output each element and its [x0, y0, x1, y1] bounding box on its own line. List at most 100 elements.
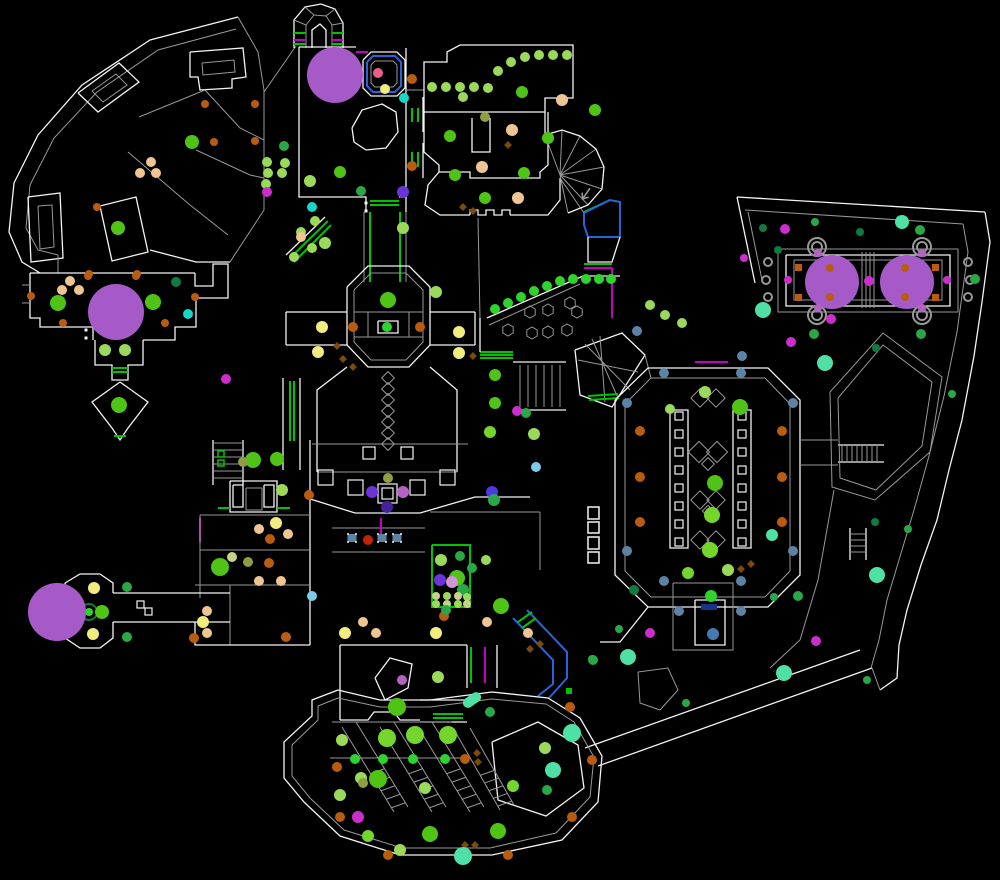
thing-dot: [521, 408, 531, 418]
thing-dot: [358, 617, 368, 627]
wall-line: [138, 89, 206, 118]
thing-dot: [440, 754, 450, 764]
thing-dot: [826, 314, 836, 324]
thing-dot: [916, 329, 926, 339]
fan-stair-radial: [559, 174, 603, 190]
wall-line: [351, 103, 399, 151]
thing-dot: [332, 762, 342, 772]
thing-dot: [369, 770, 387, 788]
outline-rect: [217, 459, 225, 467]
wall-line: [245, 487, 263, 511]
thing-dot: [304, 175, 316, 187]
thing-dot: [307, 202, 317, 212]
thing-dot: [460, 754, 470, 764]
wall-line: [27, 192, 64, 263]
pew-square: [674, 411, 684, 421]
decor-diamond: [380, 381, 396, 397]
wall-line: [316, 366, 348, 472]
decor-diamond: [380, 436, 396, 452]
decor-hex: [561, 323, 573, 337]
decor-diamond: [380, 370, 396, 386]
wall-line: [263, 484, 275, 508]
thing-dot: [493, 66, 503, 76]
decor-diamond: [687, 440, 711, 464]
thing-dot: [397, 222, 409, 234]
thing-dot: [146, 157, 156, 167]
thing-dot: [565, 702, 575, 712]
thing-dot: [151, 168, 161, 178]
thing-dot: [529, 286, 539, 296]
decor-hex: [564, 296, 576, 310]
marker-rect: [701, 604, 717, 610]
ring-marker: [763, 292, 773, 302]
thing-dot: [366, 486, 378, 498]
wall-line: [201, 59, 236, 76]
wall-line: [29, 273, 94, 340]
thing-dot: [243, 557, 253, 567]
thing-dot: [622, 546, 632, 556]
pickup-diamond: [469, 207, 477, 215]
pew-square: [674, 465, 684, 475]
thing-dot: [777, 472, 787, 482]
thing-dot: [434, 574, 446, 586]
stair-rung: [451, 776, 466, 783]
thing-dot: [567, 812, 577, 822]
thing-dot: [814, 249, 822, 257]
thing-dot: [281, 632, 291, 642]
thing-dot: [183, 309, 193, 319]
thing-dot: [620, 649, 636, 665]
thing-dot: [265, 534, 275, 544]
thing-dot: [455, 551, 465, 561]
thing-dot: [334, 166, 346, 178]
wall-line: [353, 272, 424, 361]
thing-dot: [788, 546, 798, 556]
thing-dot: [587, 755, 597, 765]
stair-rung: [493, 792, 508, 799]
thing-dot: [251, 100, 259, 108]
thing-dot: [453, 326, 465, 338]
wall-line: [362, 51, 406, 97]
wall-line: [423, 44, 574, 113]
thing-dot: [312, 346, 324, 358]
wall-line: [291, 697, 595, 849]
wall-line: [195, 149, 265, 179]
decor-hex: [542, 325, 554, 339]
thing-dot: [419, 782, 431, 794]
thing-dot: [279, 141, 289, 151]
water-line: [512, 617, 554, 697]
decor-diamond: [690, 490, 710, 510]
thing-dot: [484, 426, 496, 438]
wall-line: [283, 689, 603, 856]
pew-square: [674, 483, 684, 493]
wall-line: [293, 19, 307, 26]
thing-dot: [864, 276, 874, 286]
thing-dot: [335, 812, 345, 822]
marker-rect: [566, 688, 572, 694]
stair-rung: [429, 802, 444, 809]
wall-line: [424, 171, 470, 216]
thing-dot: [562, 50, 572, 60]
stair-rung: [462, 793, 477, 800]
thing-dot: [503, 850, 513, 860]
thing-dot: [408, 754, 418, 764]
pickup-diamond: [459, 203, 467, 211]
door-line: [587, 393, 619, 397]
thing-dot: [161, 319, 169, 327]
thing-dot: [358, 778, 368, 788]
thing-dot: [441, 605, 451, 615]
wall-line: [340, 711, 420, 721]
thing-dot: [444, 130, 456, 142]
thing-dot: [319, 237, 331, 249]
thing-dot: [397, 186, 409, 198]
table-leg: [385, 541, 387, 543]
table-leg: [347, 533, 349, 535]
wall-line: [672, 582, 734, 651]
wall-line: [785, 254, 951, 307]
outline-rect: [587, 521, 600, 534]
thing-dot: [99, 344, 111, 356]
thing-dot: [432, 592, 440, 600]
wall-line: [331, 22, 344, 26]
thing-dot: [732, 399, 748, 415]
thing-dot: [774, 246, 782, 254]
